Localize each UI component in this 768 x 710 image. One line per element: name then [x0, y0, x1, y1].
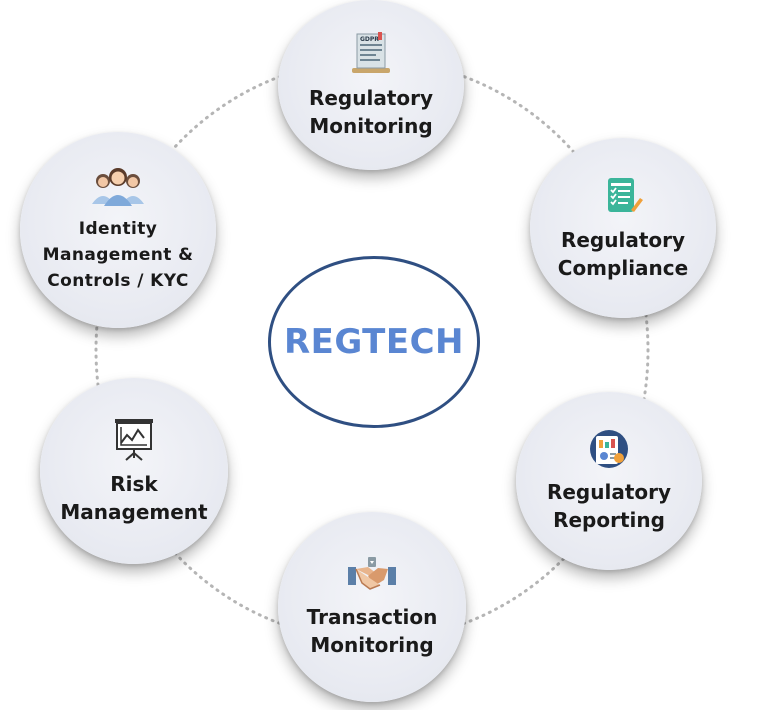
node-identity-management: Identity Management & Controls / KYC: [20, 132, 216, 328]
center-circle: REGTECH: [268, 256, 480, 428]
node-label: Regulatory Reporting: [546, 480, 672, 532]
node-regulatory-monitoring: GDPR Regulatory Monitoring: [278, 0, 464, 170]
people-group-icon: [92, 168, 144, 206]
node-transaction-monitoring: Transaction Monitoring: [278, 512, 466, 702]
node-risk-management: Risk Management: [40, 378, 228, 564]
node-label: Regulatory Monitoring: [308, 86, 434, 138]
report-dashboard-icon: [590, 430, 628, 468]
node-label: Risk Management: [60, 472, 208, 524]
center-title: REGTECH: [283, 322, 465, 362]
gdpr-icon-text: GDPR: [360, 36, 379, 43]
handshake-icon: [348, 557, 396, 590]
node-regulatory-reporting: Regulatory Reporting: [516, 392, 702, 570]
node-label: Transaction Monitoring: [306, 605, 438, 657]
gdpr-document-icon: GDPR: [352, 32, 390, 73]
node-label: Identity Management & Controls / KYC: [42, 219, 194, 291]
node-label: Regulatory Compliance: [557, 228, 689, 280]
node-regulatory-compliance: Regulatory Compliance: [530, 138, 716, 318]
presentation-chart-icon: [115, 419, 153, 461]
checklist-icon: [608, 178, 643, 212]
